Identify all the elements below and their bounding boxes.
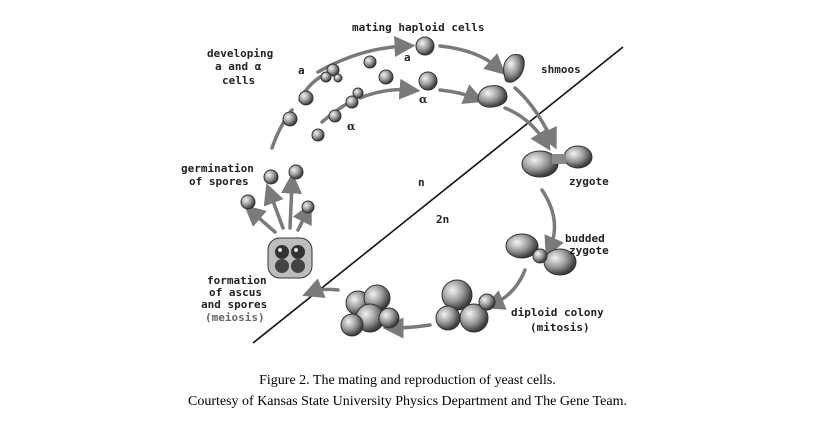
label-formation-2: of ascus xyxy=(209,286,262,299)
cell xyxy=(326,63,340,77)
arrow-spore-3 xyxy=(281,172,303,230)
arrow-budded-to-colony xyxy=(483,268,527,310)
zygote-cell xyxy=(521,145,593,178)
label-shmoos: shmoos xyxy=(541,63,581,76)
haploid-cells xyxy=(240,36,438,214)
cell xyxy=(363,55,377,69)
ascus xyxy=(267,237,313,279)
arrow-alpha-to-right xyxy=(358,78,421,100)
label-diploid-colony: diploid colony xyxy=(511,306,604,319)
budded-zygote-cell xyxy=(505,233,577,276)
arrow-spore-4 xyxy=(292,202,312,232)
arrow-to-ascus xyxy=(302,278,340,298)
cell xyxy=(345,95,359,109)
cell xyxy=(288,164,304,180)
arrow-zygote-to-budded xyxy=(540,188,564,258)
arrow-colony-to-ascus-cells xyxy=(382,317,432,339)
label-germination-1: germination xyxy=(181,162,254,175)
label-meiosis: (meiosis) xyxy=(205,311,265,324)
arrow-spore-2 xyxy=(263,183,285,230)
figure-caption-line-2: Courtesy of Kansas State University Phys… xyxy=(187,394,628,409)
arrow-shmoo-to-zygote-2 xyxy=(503,106,551,151)
cell xyxy=(418,71,438,91)
cell xyxy=(240,194,256,210)
figure-caption-line-1: Figure 2. The mating and reproduction of… xyxy=(259,373,556,388)
label-a-top: a xyxy=(404,51,411,64)
diploid-colony-cells xyxy=(435,279,496,333)
cell xyxy=(352,87,364,99)
shmoo-cells xyxy=(477,54,525,108)
shmoo xyxy=(477,85,508,108)
cell xyxy=(378,69,394,85)
label-developing-1: developing xyxy=(207,47,273,60)
cell xyxy=(333,73,343,83)
cell xyxy=(311,128,325,142)
label-developing-2: a and α xyxy=(215,60,262,73)
arrow-spore-1 xyxy=(244,205,277,234)
label-mitosis: (mitosis) xyxy=(530,321,590,334)
label-mating-haploid-cells: mating haploid cells xyxy=(352,21,484,34)
cell xyxy=(301,200,315,214)
arrow-a-to-top xyxy=(316,35,416,74)
arrow-top-to-shmoo xyxy=(438,44,506,76)
label-formation-1: formation xyxy=(207,274,267,287)
arrow-alpha-to-shmoo xyxy=(438,84,485,104)
meiosis-cluster-cells xyxy=(340,284,400,337)
arrow-shmoo-to-zygote-1 xyxy=(513,86,557,150)
label-haploid-n: n xyxy=(418,176,425,189)
cell xyxy=(298,90,314,106)
label-formation-3: and spores xyxy=(201,298,267,311)
label-a-left: a xyxy=(298,64,305,77)
label-germination-2: of spores xyxy=(189,175,249,188)
label-alpha-right: α xyxy=(419,93,428,106)
cycle-arrows xyxy=(244,35,564,339)
cell xyxy=(263,169,279,185)
label-alpha-lower: α xyxy=(347,120,356,133)
label-diploid-2n: 2n xyxy=(436,213,449,226)
cell xyxy=(320,71,332,83)
cell xyxy=(328,109,342,123)
label-zygote: zygote xyxy=(569,175,609,188)
label-budded-2: zygote xyxy=(569,244,609,257)
cell xyxy=(282,111,298,127)
cell xyxy=(415,36,435,56)
label-developing-3: cells xyxy=(222,74,255,87)
label-budded-1: budded xyxy=(565,232,605,245)
shmoo xyxy=(503,54,525,83)
